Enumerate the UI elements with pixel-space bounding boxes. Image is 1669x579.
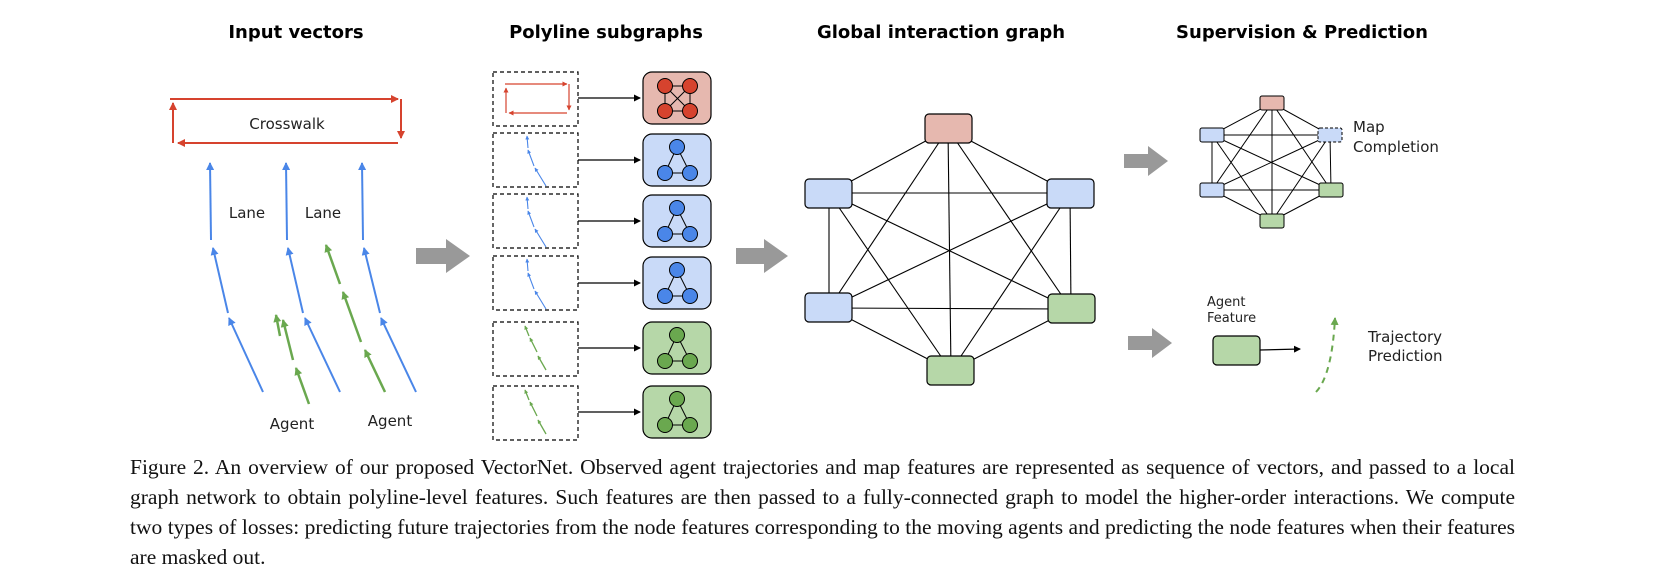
mc-node-masked [1317, 127, 1343, 143]
polyline-box-3 [492, 193, 579, 249]
mc-node-lane-2 [1199, 182, 1225, 198]
mc-node-agent-1 [1318, 182, 1344, 198]
subgraph-blue-1 [642, 133, 712, 187]
polyline-box-1 [492, 71, 579, 127]
polyline-box-4 [492, 255, 579, 311]
subgraph-blue-2 [642, 194, 712, 248]
crosswalk-label: Crosswalk [249, 115, 325, 133]
polyline-subgraphs-panel [492, 71, 712, 441]
lane-label-2: Lane [305, 204, 341, 222]
agent-label-2: Agent [368, 412, 413, 430]
lane-label-1: Lane [229, 204, 265, 222]
mc-node-lane-1 [1199, 127, 1225, 143]
trajectory-prediction-label-line2: Prediction [1368, 347, 1443, 365]
subgraph-green-2 [642, 385, 712, 439]
global-node-lane-1 [804, 178, 853, 209]
agent-feature-node [1212, 335, 1261, 366]
header-supervision-prediction: Supervision & Prediction [1176, 22, 1428, 43]
header-global-interaction-graph: Global interaction graph [817, 22, 1065, 43]
global-node-agent-1 [1047, 293, 1096, 324]
header-polyline-subgraphs: Polyline subgraphs [509, 22, 703, 43]
polyline-box-6 [492, 385, 579, 441]
map-completion-label-line2: Completion [1353, 138, 1439, 156]
header-input-vectors: Input vectors [228, 22, 363, 43]
polyline-box-2 [492, 132, 579, 188]
crosswalk-vectors [169, 95, 405, 147]
lane-vectors [206, 162, 417, 393]
big-arrow-1 [416, 239, 470, 273]
global-node-lane-2 [1046, 178, 1095, 209]
big-arrow-2 [736, 239, 788, 273]
map-completion-graph [1199, 95, 1344, 229]
global-interaction-graph [804, 113, 1096, 386]
global-node-map-red [924, 113, 973, 144]
predicted-trajectory [1315, 317, 1339, 393]
map-completion-label-line1: Map [1353, 118, 1385, 136]
vectornet-overview-figure: Input vectors Polyline subgraphs Global … [169, 22, 1443, 441]
big-arrow-3 [1124, 146, 1168, 176]
global-node-lane-3 [804, 292, 853, 323]
agent-label-1: Agent [270, 415, 315, 433]
polyline-box-5 [492, 321, 579, 377]
mc-node-agent-2 [1259, 213, 1285, 229]
agent-trajectory-vectors [273, 244, 387, 405]
global-node-agent-2 [926, 355, 975, 386]
agent-feature-arrow [1259, 345, 1301, 353]
big-arrow-4 [1128, 328, 1172, 358]
trajectory-prediction-label-line1: Trajectory [1367, 328, 1442, 346]
agent-feature-label-line2: Feature [1207, 311, 1256, 326]
subgraph-blue-3 [642, 256, 712, 310]
subgraph-green-1 [642, 321, 712, 375]
subgraph-red [642, 71, 712, 125]
figure-caption: Figure 2. An overview of our proposed Ve… [130, 455, 1515, 569]
mc-node-map-red [1259, 95, 1285, 111]
input-vectors-panel: Crosswalk Lane Lane Agent [169, 95, 417, 433]
agent-feature-label-line1: Agent [1207, 295, 1245, 310]
